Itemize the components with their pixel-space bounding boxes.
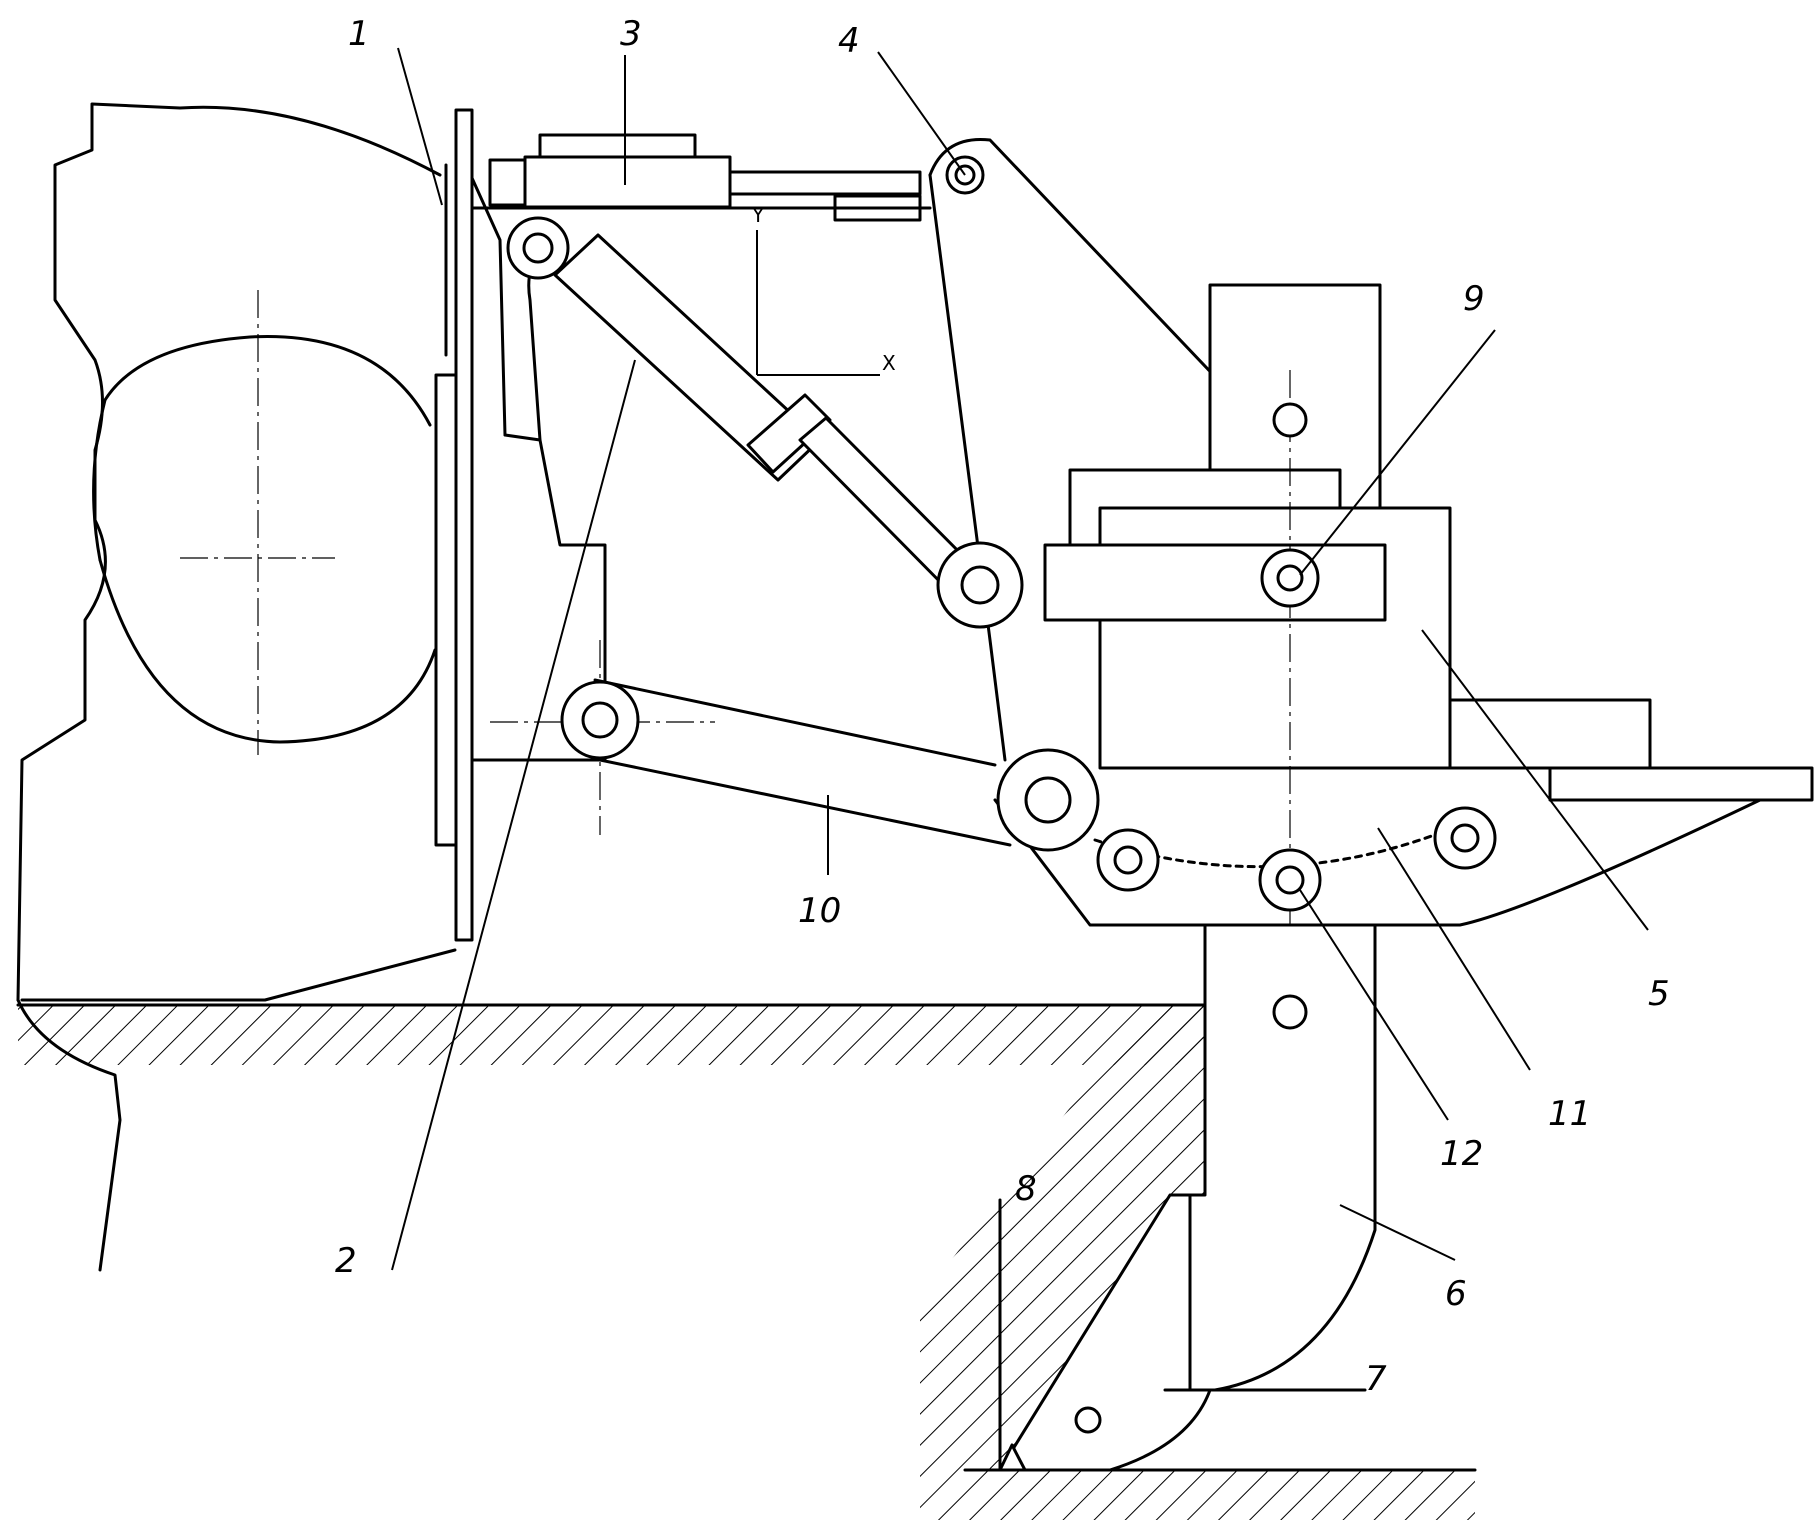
tire-outline-lower	[16, 998, 122, 1272]
pin-shank-6	[1272, 994, 1308, 1030]
pin-arm-10-frame	[560, 680, 640, 760]
label-4: 4	[838, 21, 860, 61]
arm-4-top-edge	[928, 137, 1282, 447]
pin-cylinder-2-base	[506, 216, 570, 280]
tractor-wheel	[16, 102, 457, 1272]
pin-arm-10-plow	[996, 748, 1100, 852]
leader-4	[877, 51, 966, 176]
plow-shank-6	[998, 923, 1377, 1472]
rim-arc-upper	[103, 335, 432, 427]
coordinate-axes: Y X	[751, 203, 896, 376]
label-7: 7	[1365, 1359, 1387, 1399]
cylinder-3-barrel	[523, 155, 732, 209]
plate-lower-edge	[993, 798, 1762, 927]
label-1: 1	[348, 14, 370, 54]
leader-2	[391, 359, 636, 1271]
box-5-side-plate	[1548, 766, 1814, 802]
y-axis-label: Y	[751, 203, 765, 227]
hydraulic-cylinder-3	[470, 133, 932, 222]
leader-lines	[391, 47, 1649, 1271]
leader-9	[1299, 329, 1496, 576]
part-labels: 1 3 4 9 5 11 12 10 2 6 7 8	[335, 14, 1670, 1399]
share-7-blade	[998, 1193, 1212, 1472]
cylinder-3-rod	[728, 170, 922, 196]
x-axis-label: X	[882, 351, 896, 375]
label-12: 12	[1440, 1134, 1483, 1174]
frame-plates	[434, 108, 507, 942]
label-10: 10	[798, 891, 841, 931]
leader-6	[1339, 1204, 1456, 1261]
frame-bracket-line	[470, 176, 507, 437]
tire-outline-upper	[16, 102, 442, 1002]
pin-share-7	[1074, 1406, 1102, 1434]
label-5: 5	[1648, 974, 1670, 1014]
frame-plate-outer	[434, 373, 458, 847]
wheel-ground-contact	[20, 948, 457, 1002]
leader-1	[397, 47, 443, 206]
rim-arc-left	[92, 398, 107, 562]
ground-hatch-lower	[920, 1470, 1475, 1520]
leader-5	[1421, 629, 1649, 931]
box-5-side-tab	[1448, 698, 1652, 770]
label-3: 3	[620, 14, 642, 54]
cylinder-3-cap	[538, 133, 697, 159]
shank-6-body	[1188, 923, 1377, 1392]
ground-hatch-upper	[18, 1005, 1206, 1065]
arm-10-top-edge	[593, 678, 997, 767]
frame-box-5	[1043, 283, 1814, 1080]
label-8: 8	[1015, 1169, 1037, 1209]
label-2: 2	[335, 1241, 357, 1281]
point-8-tip	[998, 1443, 1027, 1472]
leader-12	[1299, 889, 1449, 1121]
label-6: 6	[1445, 1274, 1467, 1314]
pin-plate-left	[1096, 828, 1160, 892]
leader-11	[1377, 827, 1531, 1071]
label-11: 11	[1548, 1094, 1591, 1134]
link-arm-4	[928, 137, 1282, 762]
arm-4-inner-edge	[928, 173, 1007, 762]
pin-plate-12	[1258, 848, 1322, 912]
box-5-clamp	[1043, 543, 1387, 622]
pin-plate-right	[1433, 806, 1497, 870]
pin-arm-4-top	[945, 155, 985, 195]
pin-box-upper	[1272, 402, 1308, 438]
cylinder-3-mount	[488, 158, 527, 207]
frame-plate-vertical	[454, 108, 474, 942]
rim-arc-lower	[98, 558, 437, 744]
bracket-edge-lower	[473, 438, 607, 762]
arm-10-bottom-edge	[598, 758, 1012, 847]
pin-cylinder-2-rod	[936, 541, 1024, 629]
pin-box-9	[1260, 548, 1320, 608]
pins	[506, 155, 1497, 1434]
label-9: 9	[1463, 279, 1485, 319]
